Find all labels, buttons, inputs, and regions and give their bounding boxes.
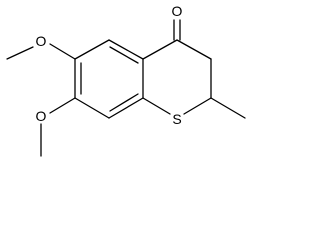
bond-o-ch3-top	[6, 46, 34, 60]
bond-methyl	[210, 97, 246, 119]
bond-ring-c8-c7	[74, 97, 110, 119]
thiopyranone-ring	[142, 39, 212, 115]
chemical-structure-diagram: O S O O	[6, 3, 246, 157]
bond-c2-s	[183, 97, 212, 115]
bond-ring-inner-double-top	[109, 46, 139, 64]
methoxy-top	[6, 43, 76, 60]
atom-label-methoxy-bottom-oxygen: O	[36, 108, 47, 124]
bond-c4a-c4	[142, 39, 178, 60]
bond-ring-inner-double-lower	[109, 93, 139, 112]
benzene-ring	[74, 39, 144, 119]
atom-label-carbonyl-oxygen: O	[172, 3, 183, 19]
bond-c4-c3	[176, 39, 212, 60]
bond-c7-o-bottom	[49, 97, 76, 114]
bond-ring-c8a-c8	[108, 97, 144, 119]
bond-ring-c6-c5	[74, 39, 110, 60]
methoxy-bottom	[40, 97, 76, 157]
atom-label-ring-sulfur: S	[172, 111, 181, 127]
atom-label-methoxy-top-oxygen: O	[36, 33, 47, 49]
bond-ring-c5-c4a	[108, 39, 144, 60]
carbonyl-group	[173, 19, 181, 41]
bond-c6-o-top	[49, 43, 76, 60]
bond-s-c8a	[142, 97, 171, 115]
